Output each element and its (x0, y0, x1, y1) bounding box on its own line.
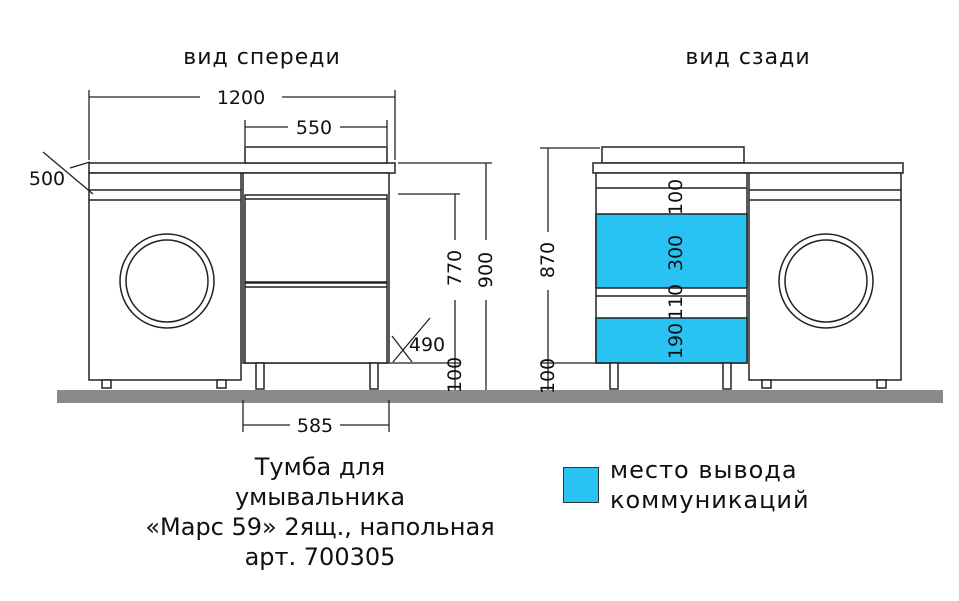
legend-text: место вывода коммуникаций (610, 455, 810, 515)
dim-cabinet-depth: 490 (409, 334, 445, 356)
caption-line-1: Тумба для (254, 453, 386, 481)
back-view (592, 146, 904, 390)
front-drawer-top (244, 194, 388, 283)
back-zone-lower (595, 317, 748, 364)
back-countertop (592, 162, 904, 174)
floor (57, 390, 943, 403)
caption-article: арт. 700305 (244, 543, 396, 571)
legend-line-1: место вывода (610, 456, 798, 484)
front-view-title: вид спереди (183, 45, 341, 70)
dim-legs-back: 100 (537, 358, 559, 394)
back-leg-right (722, 362, 732, 390)
back-machine-door-inner (784, 239, 868, 323)
back-sink (601, 146, 745, 164)
dim-zone-top: 100 (665, 179, 687, 215)
dim-height-770: 770 (444, 250, 466, 286)
dim-sink-width: 550 (296, 117, 332, 139)
front-countertop (88, 162, 396, 174)
dim-machine-depth: 500 (29, 168, 65, 190)
dim-total-width: 1200 (217, 87, 265, 109)
dim-zone-upper-drawer: 300 (665, 235, 687, 271)
front-sink (244, 146, 388, 164)
dim-legs-front: 100 (444, 357, 466, 393)
caption-line-3: «Марс 59» 2ящ., напольная (145, 513, 495, 541)
back-leg-left (609, 362, 619, 390)
dim-zone-lower-drawer: 190 (665, 323, 687, 359)
back-zone-upper (595, 213, 748, 289)
back-dimension-lines (540, 147, 604, 390)
legend-swatch (563, 467, 599, 503)
product-caption: Тумба для умывальника «Марс 59» 2ящ., на… (110, 452, 530, 572)
front-machine-door-inner (125, 239, 209, 323)
dim-zone-gap: 110 (665, 284, 687, 320)
dim-cabinet-width: 585 (297, 415, 333, 437)
front-leg-right (369, 362, 379, 390)
dim-height-900: 900 (475, 252, 497, 288)
caption-line-2: умывальника (234, 483, 406, 511)
dim-back-height: 870 (537, 242, 559, 278)
back-view-title: вид сзади (685, 45, 810, 70)
legend-line-2: коммуникаций (610, 486, 810, 514)
front-dimension-lines (42, 90, 492, 432)
front-leg-left (255, 362, 265, 390)
front-drawer-bottom (244, 282, 388, 364)
front-view (88, 146, 396, 390)
